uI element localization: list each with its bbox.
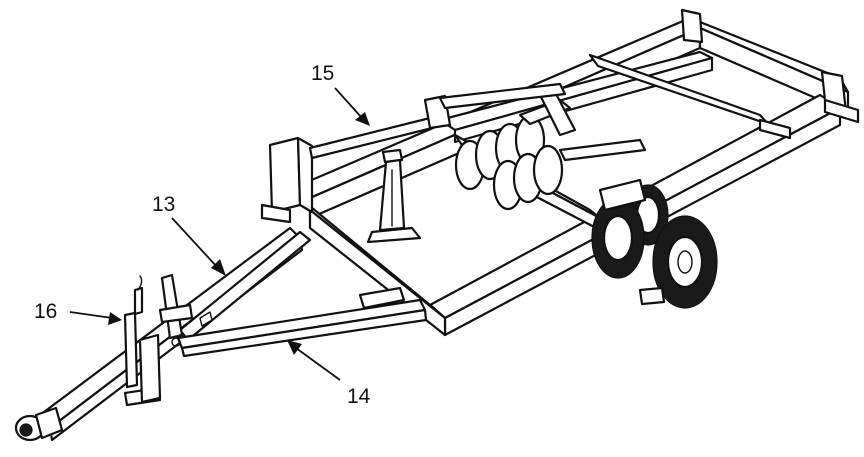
callout-15: 15 [311,62,370,126]
callout-13: 13 [152,193,226,276]
callout-label-16: 16 [34,300,57,323]
hitch-jack-16 [123,275,162,407]
right-brace [176,286,428,358]
wheel-assembly [591,178,718,309]
jack-stand [366,148,422,244]
callout-14: 14 [287,340,371,408]
callout-16: 16 [34,300,122,325]
callout-label-13: 13 [152,193,175,216]
callout-label-15: 15 [311,62,334,85]
hitch-jack-tower [158,273,194,347]
disc-gangs [454,90,647,211]
hydraulic-line-15 [308,82,567,160]
callout-label-14: 14 [347,385,371,408]
